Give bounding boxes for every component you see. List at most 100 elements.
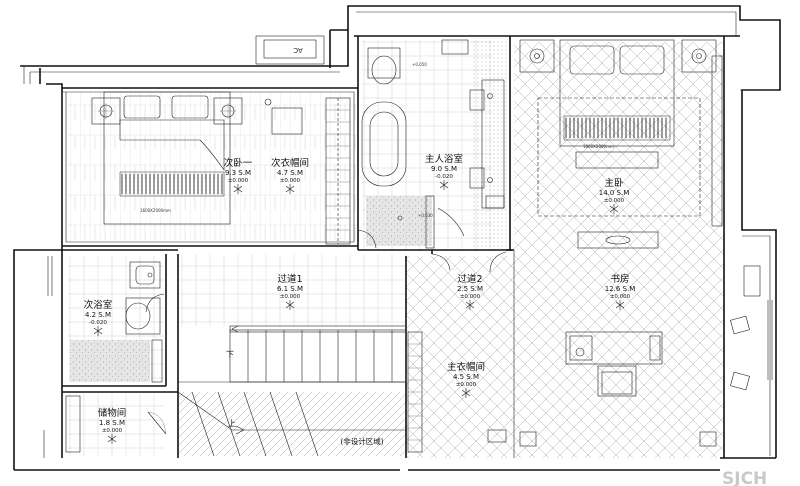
toilet-level: +0.050 — [412, 62, 427, 67]
lounge-chair-top — [730, 315, 750, 335]
storage-tile-floor — [68, 394, 164, 456]
room-level: ±0.000 — [604, 198, 625, 204]
storage-shelf — [65, 395, 81, 453]
faucet-icon — [487, 177, 493, 183]
bath-wall-texture — [472, 38, 508, 248]
storage-door — [147, 411, 167, 435]
room-area: 14.0 S.M — [599, 189, 630, 197]
vanity-drawer — [485, 195, 505, 209]
level-marker-icon — [233, 184, 243, 194]
nightstand-left — [91, 97, 121, 125]
shower-level: +0.030 — [418, 213, 433, 218]
lounge-chair-bottom — [730, 371, 750, 391]
master-toilet-icon — [371, 55, 397, 85]
master-lamp-left-icon — [529, 48, 545, 64]
second-shower-glass — [151, 339, 163, 383]
room-area: 4.2 S.M — [85, 311, 111, 319]
master-bath-fixtures: +0.050 +0.030 — [361, 39, 505, 249]
room-corridor-2: 过道2 2.5 S.M ±0.000 — [457, 273, 483, 310]
room-name: 书房 — [610, 273, 629, 285]
room-master-bath: 主人浴室 9.0 S.M -0.020 — [425, 153, 463, 190]
stair-up-path — [177, 391, 406, 431]
room-master-closet: 主衣帽间 4.5 S.M ±0.000 — [447, 361, 485, 398]
room-level: -0.020 — [89, 320, 107, 326]
room-second-closet: 次衣帽间 4.7 S.M ±0.000 — [271, 157, 309, 194]
second-bed-size: 1600X2000mm — [140, 208, 171, 213]
ac-unit-box — [255, 35, 325, 65]
stair-handrail — [229, 325, 407, 333]
level-marker-icon — [285, 184, 295, 194]
stair-up-label: 上 — [228, 419, 236, 428]
ac-label: AC — [293, 46, 303, 54]
study-sidetable-left — [519, 431, 537, 447]
vanity-sink-top — [469, 89, 485, 111]
faucet-icon — [487, 93, 493, 99]
room-second-bath: 次浴室 4.2 S.M -0.020 — [84, 299, 113, 336]
room-name: 主人浴室 — [425, 153, 463, 165]
vanity-sink-bottom — [469, 167, 485, 189]
study-desk — [565, 331, 663, 365]
master-bathtub — [361, 101, 407, 187]
master-bedroom-furniture: 1800X2000mm — [519, 39, 723, 249]
room-name: 储物间 — [98, 407, 127, 419]
room-name: 过道2 — [457, 273, 482, 285]
master-rug — [537, 97, 701, 217]
master-bathtub-inner — [369, 111, 399, 177]
room-master-bedroom: 主卧 14.0 S.M ±0.000 — [599, 177, 630, 214]
second-toilet-icon — [125, 302, 151, 330]
room-level: ±0.000 — [102, 428, 123, 434]
watermark: SJCH — [722, 469, 767, 486]
room-area: 4.7 S.M — [277, 169, 303, 177]
side-cabinet — [743, 265, 761, 297]
master-bed-size: 1800X2000mm — [583, 144, 614, 149]
level-marker-icon — [439, 180, 449, 190]
room-name: 主衣帽间 — [447, 361, 485, 373]
master-bath-shelf — [441, 39, 469, 55]
second-faucet-icon — [147, 272, 153, 278]
desk-monitor — [569, 335, 593, 361]
room-level: -0.020 — [435, 174, 453, 180]
desk-drawer — [649, 335, 661, 361]
level-marker-icon — [465, 300, 475, 310]
room-level: ±0.000 — [228, 178, 249, 184]
nightstand-right — [213, 97, 243, 125]
room-area: 6.1 S.M — [277, 285, 303, 293]
second-bath-shower-stone — [70, 340, 150, 382]
second-bed-pillow-left — [123, 95, 161, 119]
room-study: 书房 12.6 S.M ±0.000 — [605, 273, 636, 310]
room-name: 次卧一 — [224, 157, 253, 169]
room-name: 过道1 — [277, 273, 302, 285]
room-area: 4.5 S.M — [453, 373, 479, 381]
master-wardrobe-wall — [711, 55, 723, 227]
room-name: 次衣帽间 — [271, 157, 309, 169]
level-marker-icon — [285, 300, 295, 310]
bath-door-swing — [437, 207, 465, 237]
second-bedroom-wood-floor — [68, 92, 358, 242]
second-bed-pillow-right — [171, 95, 209, 119]
second-bath-fixtures — [125, 261, 163, 383]
master-bath-shower-stone — [366, 196, 432, 246]
master-bed — [559, 39, 675, 147]
room-corridor-1: 过道1 6.1 S.M ±0.000 — [277, 273, 303, 310]
level-marker-icon — [461, 388, 471, 398]
room-area: 12.6 S.M — [605, 285, 636, 293]
level-marker-icon — [615, 300, 625, 310]
corridor1-tile-floor — [178, 254, 406, 326]
second-sink-basin — [135, 265, 155, 285]
room-area: 2.5 S.M — [457, 285, 483, 293]
level-marker-icon — [93, 326, 103, 336]
study-furniture — [519, 265, 761, 447]
second-bedroom-furniture: 1600X2000mm — [91, 91, 351, 245]
room-level: ±0.000 — [456, 382, 477, 388]
room-name: 主卧 — [604, 177, 624, 189]
study-chair — [597, 365, 637, 397]
stool-icon — [264, 98, 272, 106]
master-bed-pillow-left — [569, 45, 615, 75]
study-sidetable-right — [699, 431, 717, 447]
room-name: 次浴室 — [84, 299, 113, 311]
tv-icon — [605, 235, 631, 245]
shower-drain-icon — [397, 215, 403, 221]
level-marker-icon — [107, 434, 117, 444]
room-storage: 储物间 1.8 S.M ±0.000 — [98, 407, 127, 444]
